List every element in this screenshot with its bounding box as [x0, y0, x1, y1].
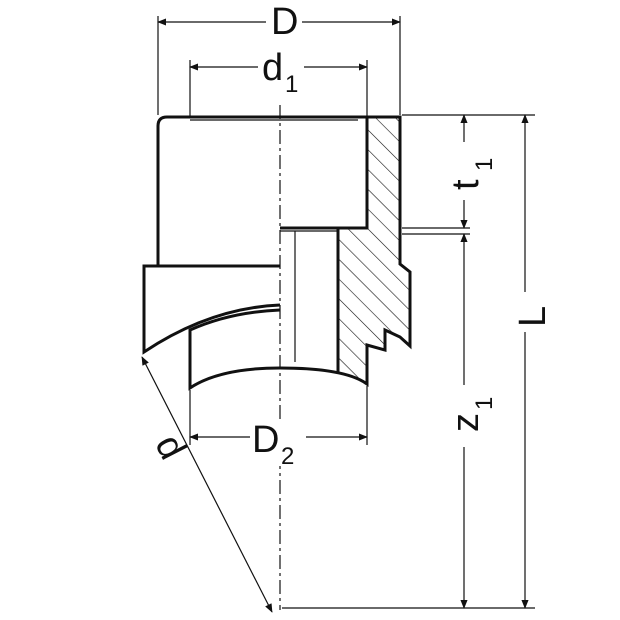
- label-z1: z: [445, 413, 487, 432]
- label-t1: t: [445, 179, 487, 190]
- dim-p-line: [141, 356, 273, 613]
- label-L: L: [512, 306, 554, 327]
- left-lower-profile: [188, 308, 281, 388]
- label-D2-sub: 2: [281, 443, 294, 470]
- label-d1: d: [262, 47, 283, 89]
- left-body-profile: [142, 126, 281, 355]
- section-hatching: [338, 117, 410, 384]
- label-p: p: [143, 430, 190, 468]
- label-D2: D: [252, 419, 279, 461]
- dimension-lines: [141, 18, 529, 613]
- label-D: D: [271, 1, 298, 43]
- dimension-labels: D d 1 t 1 L z 1 D 2 p: [143, 1, 554, 470]
- label-d1-sub: 1: [285, 71, 298, 98]
- label-t1-sub: 1: [471, 158, 498, 171]
- label-z1-sub: 1: [471, 397, 498, 410]
- socket-bore: [280, 117, 369, 230]
